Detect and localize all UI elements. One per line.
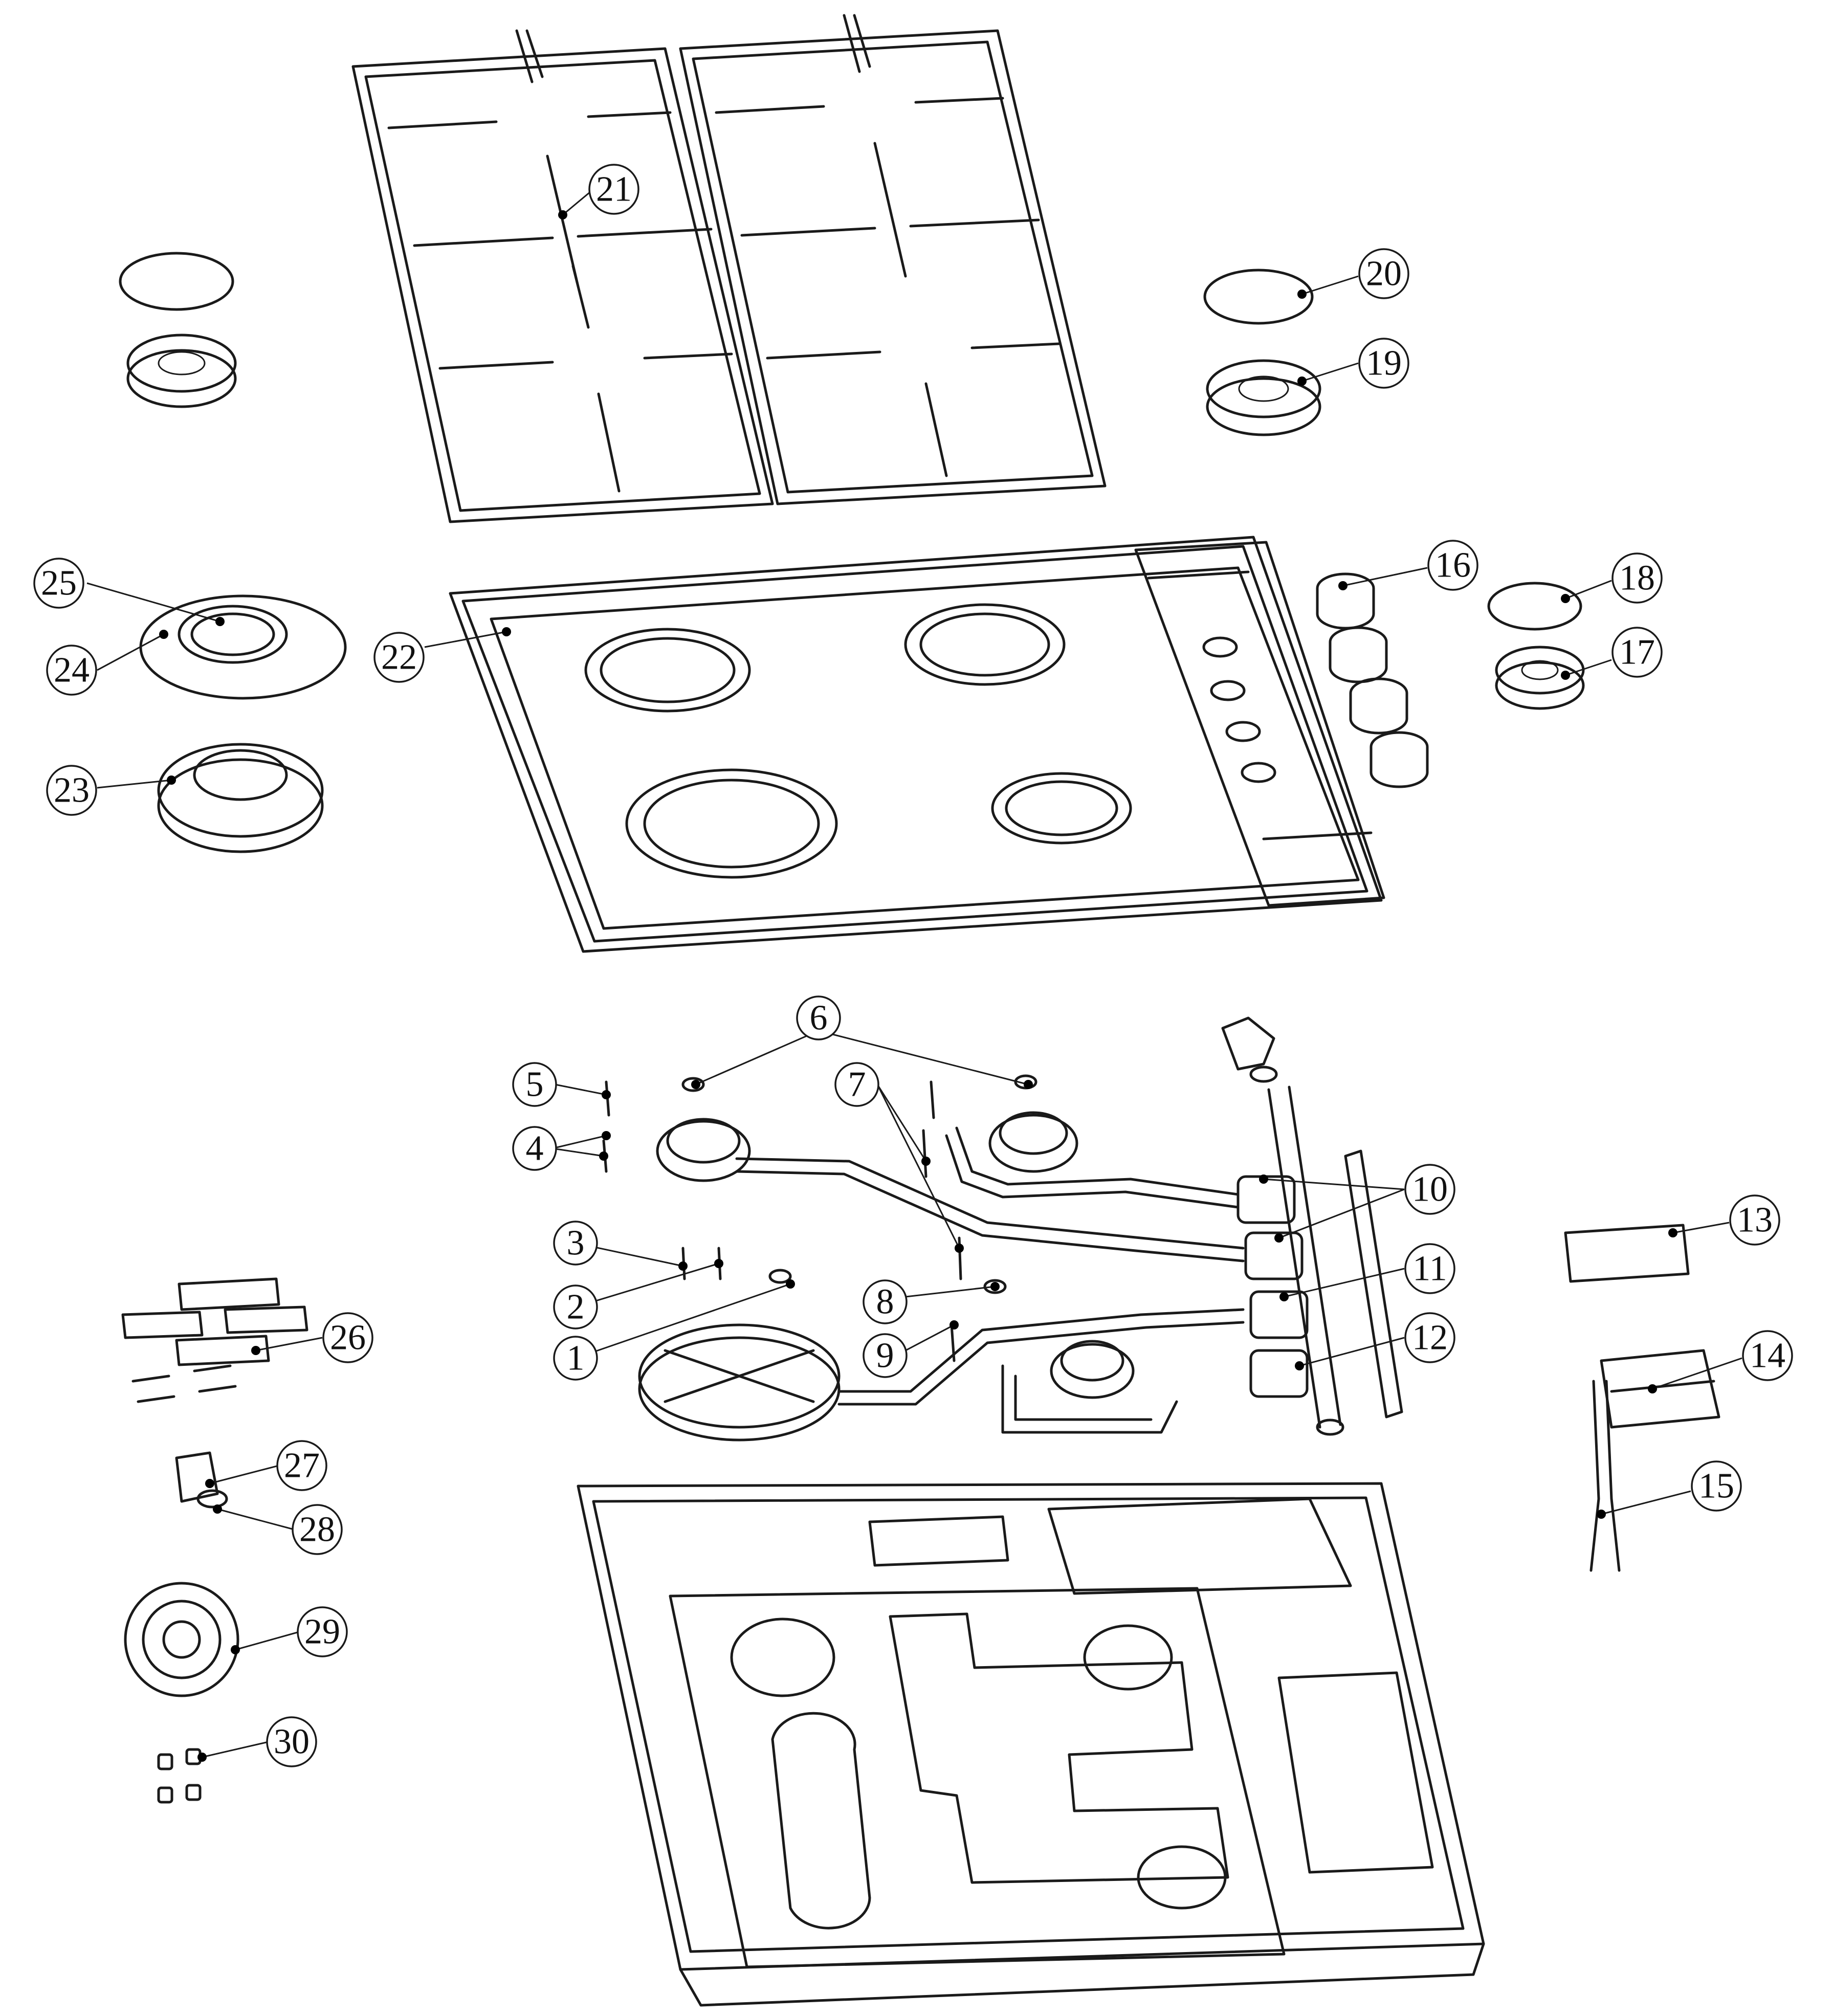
- svg-text:17: 17: [1619, 633, 1655, 672]
- callout-15: 15: [1691, 1460, 1742, 1512]
- ignition-module-13: [1564, 1224, 1690, 1283]
- svg-text:28: 28: [299, 1510, 335, 1549]
- svg-text:5: 5: [526, 1065, 544, 1104]
- wok-burner-body-1: [638, 1323, 841, 1442]
- callout-1: 1: [553, 1336, 598, 1381]
- gas-pipe-assembly: [735, 1016, 1403, 1436]
- svg-text:21: 21: [596, 170, 632, 209]
- leader-lines: [86, 188, 1742, 1762]
- callout-18: 18: [1611, 552, 1663, 604]
- callout-5: 5: [512, 1062, 557, 1107]
- callout-21: 21: [588, 164, 639, 215]
- callout-6: 6: [796, 995, 841, 1040]
- pan-support-right: [679, 14, 1107, 505]
- svg-text:13: 13: [1737, 1201, 1773, 1240]
- burner-cup-rear-right: [988, 1111, 1078, 1173]
- svg-text:14: 14: [1750, 1336, 1785, 1376]
- bottom-tray: [577, 1482, 1485, 2007]
- svg-text:19: 19: [1366, 344, 1402, 383]
- control-knobs: [1316, 572, 1429, 788]
- burner-head-19: [1206, 359, 1321, 436]
- svg-text:20: 20: [1366, 254, 1402, 294]
- svg-text:26: 26: [330, 1318, 366, 1358]
- svg-text:22: 22: [381, 638, 417, 677]
- gas-inlet-27: [175, 1451, 219, 1503]
- injectors-30: [157, 1748, 202, 1804]
- svg-text:12: 12: [1412, 1318, 1448, 1358]
- svg-text:11: 11: [1412, 1249, 1447, 1289]
- callout-9: 9: [863, 1333, 908, 1378]
- callout-10: 10: [1404, 1164, 1455, 1215]
- svg-text:23: 23: [54, 771, 90, 810]
- pan-support-left: [351, 29, 774, 523]
- callout-12: 12: [1404, 1312, 1455, 1363]
- svg-text:16: 16: [1435, 546, 1471, 585]
- callout-23: 23: [46, 765, 97, 816]
- burner-cap-top-left: [119, 252, 237, 408]
- callout-14: 14: [1742, 1330, 1793, 1381]
- svg-text:30: 30: [274, 1722, 310, 1762]
- callout-17: 17: [1611, 627, 1663, 678]
- callout-26: 26: [322, 1312, 373, 1363]
- power-cable-15: [1589, 1380, 1621, 1572]
- burner-cup-rear-left: [656, 1118, 751, 1182]
- callout-8: 8: [863, 1279, 908, 1324]
- callout-20: 20: [1358, 248, 1409, 299]
- svg-text:7: 7: [848, 1065, 866, 1104]
- svg-text:4: 4: [526, 1129, 544, 1168]
- callout-19: 19: [1358, 338, 1409, 389]
- svg-text:1: 1: [567, 1339, 585, 1378]
- callout-24: 24: [46, 645, 97, 696]
- hob-top-panel: [449, 536, 1385, 953]
- callout-25: 25: [33, 558, 84, 609]
- wok-adapter-29: [124, 1582, 239, 1697]
- callout-13: 13: [1729, 1194, 1780, 1246]
- svg-text:25: 25: [41, 564, 77, 603]
- callout-4: 4: [512, 1126, 557, 1171]
- callout-29: 29: [297, 1606, 348, 1657]
- burner-cup-front-right: [1050, 1340, 1135, 1399]
- callout-27: 27: [276, 1440, 327, 1491]
- callout-7: 7: [834, 1062, 879, 1107]
- wok-burner-cap-24-25: [139, 594, 347, 700]
- svg-text:29: 29: [304, 1612, 340, 1652]
- wok-burner-head-23: [157, 743, 324, 853]
- callout-28: 28: [292, 1504, 343, 1555]
- thermocouples-and-electrodes: [602, 1074, 1037, 1362]
- burner-cap-20: [1203, 269, 1314, 325]
- callout-16: 16: [1427, 540, 1478, 591]
- svg-text:3: 3: [567, 1224, 585, 1263]
- svg-text:6: 6: [810, 999, 828, 1038]
- svg-text:24: 24: [54, 651, 90, 690]
- svg-text:2: 2: [567, 1288, 585, 1327]
- svg-text:18: 18: [1619, 559, 1655, 598]
- callout-30: 30: [266, 1716, 317, 1767]
- burner-cap-18: [1487, 582, 1582, 631]
- svg-text:8: 8: [876, 1282, 894, 1322]
- callout-11: 11: [1404, 1243, 1455, 1294]
- junction-box-14: [1600, 1349, 1720, 1429]
- svg-text:9: 9: [876, 1336, 894, 1376]
- svg-text:10: 10: [1412, 1170, 1448, 1209]
- svg-text:15: 15: [1698, 1467, 1734, 1506]
- svg-text:27: 27: [284, 1446, 320, 1486]
- callout-22: 22: [373, 632, 425, 683]
- seal-washer-28: [196, 1489, 228, 1509]
- callout-2: 2: [553, 1284, 598, 1330]
- brackets-and-screws-26: [121, 1277, 308, 1403]
- burner-head-17: [1495, 646, 1585, 710]
- callout-3: 3: [553, 1221, 598, 1266]
